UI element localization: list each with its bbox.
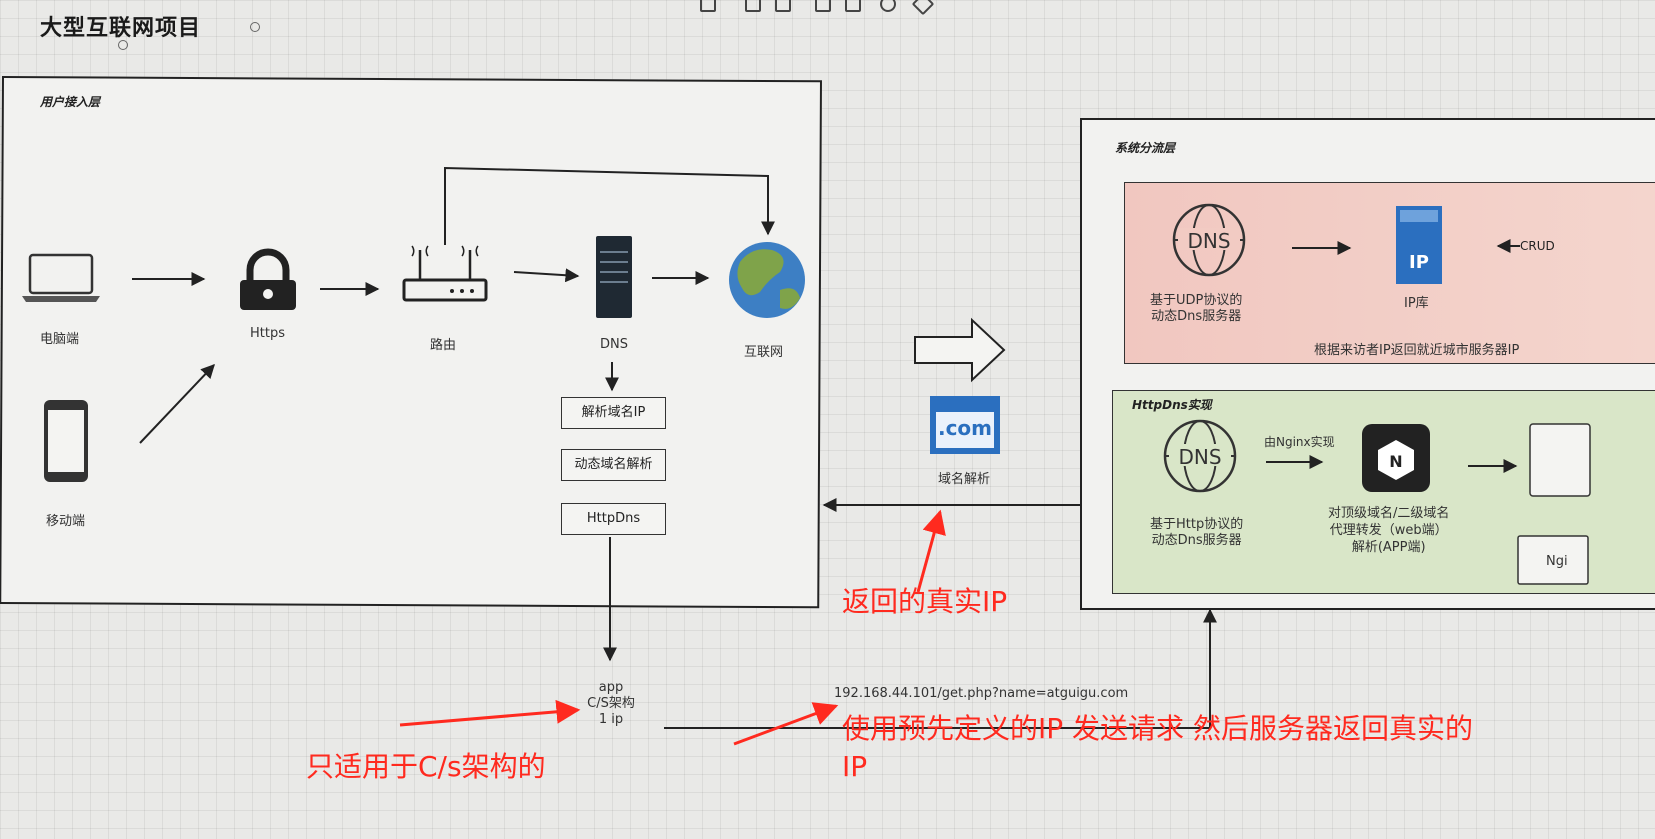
- nginx-icon-text: N: [1389, 452, 1402, 471]
- predefined-ip-note: 使用预先定义的IP 发送请求 然后服务器返回真实的 IP: [842, 712, 1473, 783]
- phone-icon: [44, 400, 88, 482]
- app-cs-label: app C/S架构 1 ip: [582, 680, 640, 728]
- app-label-line: C/S架构: [587, 696, 635, 711]
- ip-server-icon: IP: [1396, 206, 1442, 284]
- cs-only-note: 只适用于C/s架构的: [306, 750, 546, 783]
- nginx-desc: 对顶级域名/二级域名 代理转发（web端） 解析(APP端): [1328, 506, 1450, 555]
- user-layer-title: 用户接入层: [40, 95, 101, 109]
- http-dns-label: 基于Http协议的 动态Dns服务器: [1150, 517, 1244, 548]
- httpdns-title: HttpDns实现: [1132, 398, 1212, 412]
- ip-note: 根据来访者IP返回就近城市服务器IP: [1314, 343, 1520, 358]
- real-ip-note: 返回的真实IP: [842, 585, 1008, 618]
- com-icon-text: .com: [937, 416, 993, 440]
- udp-dns-subpanel[interactable]: [1124, 182, 1655, 364]
- dns-server-icon: [596, 236, 632, 318]
- ip-icon-text: IP: [1409, 252, 1429, 273]
- toolbar-icon[interactable]: [745, 0, 761, 12]
- app-label-line: app: [598, 680, 624, 695]
- nginx-impl-label: 由Nginx实现: [1264, 435, 1335, 449]
- request-url: 192.168.44.101/get.php?name=atguigu.com: [834, 686, 1129, 701]
- handle-icon[interactable]: [250, 22, 260, 32]
- udp-dns-label: 基于UDP协议的 动态Dns服务器: [1150, 293, 1243, 324]
- router-label: 路由: [430, 338, 457, 353]
- internet-label: 互联网: [744, 345, 784, 360]
- dns-globe-icon: DNS: [1163, 419, 1237, 493]
- toolbar-icon[interactable]: [845, 0, 861, 12]
- dns-icon-text: DNS: [1178, 445, 1221, 469]
- laptop-icon: [22, 253, 100, 302]
- handle-icon[interactable]: [118, 40, 128, 50]
- globe-icon: [729, 242, 805, 318]
- domain-parse-label: 域名解析: [938, 472, 991, 487]
- toolbar-icon[interactable]: [700, 0, 716, 12]
- crud-label: CRUD: [1520, 239, 1555, 253]
- dns-label: DNS: [600, 337, 628, 352]
- https-label: Https: [250, 326, 285, 341]
- dynamic-dns-box[interactable]: 动态域名解析: [561, 449, 666, 481]
- com-domain-icon: [930, 396, 1000, 454]
- big-arrow-icon: [914, 317, 1006, 383]
- toolbar-icon[interactable]: [775, 0, 791, 12]
- page-title: 大型互联网项目: [40, 16, 202, 41]
- dns-globe-icon: DNS: [1172, 203, 1246, 277]
- system-layer-title: 系统分流层: [1115, 141, 1176, 155]
- httpdns-box[interactable]: HttpDns: [561, 503, 666, 535]
- router-icon: [402, 245, 488, 302]
- app-label-line: 1 ip: [598, 712, 624, 727]
- dns-icon-text: DNS: [1187, 229, 1230, 253]
- link-icon[interactable]: [880, 0, 896, 12]
- mobile-label: 移动端: [46, 514, 86, 529]
- ngi-partial-label: Ngi: [1546, 554, 1568, 569]
- resolve-domain-ip-box[interactable]: 解析域名IP: [561, 397, 666, 429]
- nginx-icon: N: [1362, 424, 1430, 492]
- pc-label: 电脑端: [40, 332, 80, 347]
- toolbar-icon[interactable]: [815, 0, 831, 12]
- lock-icon: [240, 248, 296, 310]
- ip-lib-label: IP库: [1404, 296, 1429, 311]
